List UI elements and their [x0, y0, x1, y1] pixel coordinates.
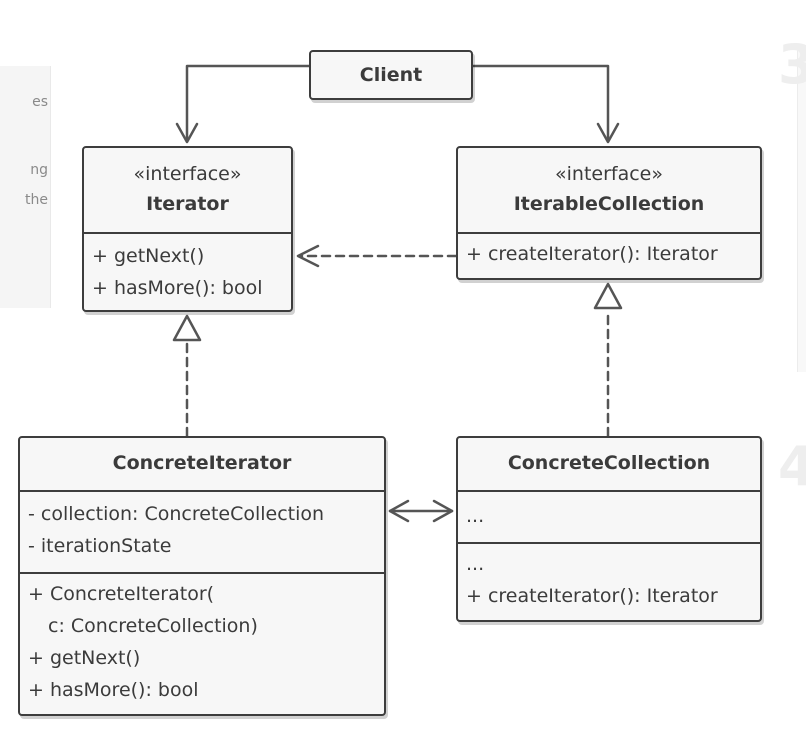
left-text-fragment: ng [30, 162, 48, 178]
concrete-collection-box: ConcreteCollection ... ... + createItera… [456, 436, 762, 622]
iterable-collection-methods: + createIterator(): Iterator [458, 232, 760, 278]
left-text-fragment: es [32, 94, 48, 110]
concrete-iterator-method-param: c: ConcreteCollection) [48, 615, 258, 637]
concrete-iterator-class-name: ConcreteIterator [112, 452, 292, 474]
concrete-collection-class-name: ConcreteCollection [507, 452, 711, 474]
iterator-realization-triangle [172, 314, 202, 342]
client-label: Client [359, 64, 423, 86]
client-to-collection-arrowhead [596, 122, 620, 144]
iterator-interface-box: «interface» Iterator + getNext() + hasMo… [82, 146, 293, 312]
client-box: Client [309, 50, 473, 100]
association-arrow-left [388, 499, 410, 523]
concrete-iterator-method: + getNext() [28, 647, 141, 669]
concrete-iterator-method: + hasMore(): bool [28, 679, 199, 701]
left-text-panel: es ng the [0, 66, 51, 308]
concrete-iterator-method: + ConcreteIterator( [28, 583, 215, 605]
iterator-header: «interface» Iterator [84, 148, 291, 232]
client-to-collection-line [468, 64, 610, 142]
left-text-fragment: the [25, 192, 48, 208]
collection-realization-triangle [593, 282, 623, 310]
right-text-panel [797, 50, 806, 372]
iterator-methods: + getNext() + hasMore(): bool [84, 232, 291, 310]
iterable-collection-interface-box: «interface» IterableCollection + createI… [456, 146, 762, 280]
iterable-collection-stereotype: «interface» [555, 163, 663, 185]
step-number: 4 [778, 435, 806, 498]
concrete-collection-methods: ... + createIterator(): Iterator [458, 542, 760, 620]
client-to-iterator-line [185, 64, 313, 142]
concrete-collection-field: ... [466, 505, 485, 527]
dependency-arrowhead [296, 244, 320, 268]
concrete-iterator-header: ConcreteIterator [20, 438, 384, 490]
concrete-iterator-methods: + ConcreteIterator( c: ConcreteCollectio… [20, 572, 384, 714]
association-arrow-right [432, 499, 454, 523]
concrete-iterator-box: ConcreteIterator - collection: ConcreteC… [18, 436, 386, 716]
client-to-iterator-arrowhead [175, 122, 199, 144]
iterator-method: + getNext() [92, 245, 205, 267]
iterator-class-name: Iterator [146, 193, 229, 215]
step-number: 3 [778, 33, 806, 96]
iterable-collection-method: + createIterator(): Iterator [466, 243, 718, 265]
iterator-method: + hasMore(): bool [92, 277, 263, 299]
concrete-iterator-field: - iterationState [28, 535, 172, 557]
concrete-collection-fields: ... [458, 490, 760, 542]
concrete-collection-header: ConcreteCollection [458, 438, 760, 490]
concrete-collection-method: ... [466, 553, 485, 575]
concrete-iterator-field: - collection: ConcreteCollection [28, 503, 325, 525]
iterable-collection-header: «interface» IterableCollection [458, 148, 760, 232]
iterator-stereotype: «interface» [133, 163, 242, 185]
concrete-iterator-fields: - collection: ConcreteCollection - itera… [20, 490, 384, 572]
concrete-collection-method: + createIterator(): Iterator [466, 585, 718, 607]
iterable-collection-class-name: IterableCollection [513, 193, 705, 215]
